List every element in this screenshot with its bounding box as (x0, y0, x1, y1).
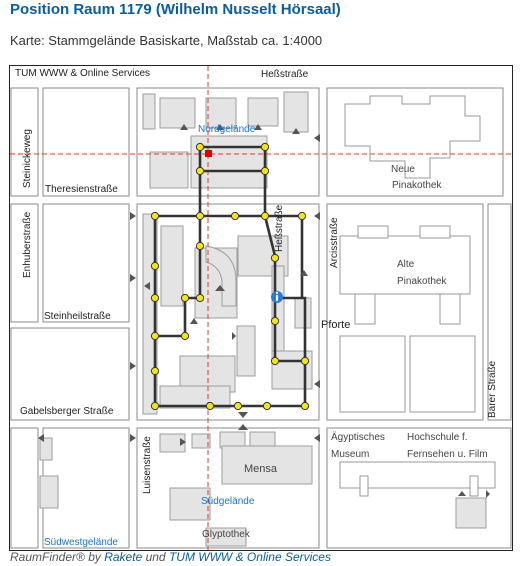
mensa-label: Mensa (244, 463, 278, 475)
route-nodes (150, 142, 310, 411)
museum-label: Museum (331, 449, 370, 460)
map-graphics (10, 66, 512, 550)
hessstrasse-top-label: Heßstraße (260, 69, 310, 81)
room-position-marker (205, 150, 212, 157)
pforte-label: Pforte (321, 319, 351, 331)
theresienstrasse-label: Theresienstraße (45, 184, 118, 195)
footer-middle: und (142, 550, 169, 564)
alte-label: Alte (397, 259, 415, 270)
entrance-arrows (38, 124, 490, 498)
gabelsberger-label: Gabelsberger Straße (20, 406, 114, 417)
footer-prefix: RaumFinder® by (10, 550, 105, 564)
info-marker-icon (271, 291, 283, 303)
tum-services-link[interactable]: TUM WWW & Online Services (168, 550, 331, 564)
glyptothek-label: Glyptothek (202, 529, 250, 540)
pinakothek-alte-label: Pinakothek (397, 276, 447, 287)
fernsehen-film-label: Fernsehen u. Film (407, 449, 488, 460)
tum-buildings (39, 91, 487, 547)
neue-label: Neue (391, 164, 415, 175)
map-subtitle: Karte: Stammgelände Basiskarte, Maßstab … (10, 33, 323, 48)
nordgelaende-label[interactable]: Nordgelände (198, 124, 256, 135)
page-title: Position Raum 1179 (Wilhelm Nusselt Hörs… (10, 1, 341, 18)
hochschule-label: Hochschule f. (407, 432, 468, 443)
steinickeweg-label: Steinickeweg (22, 129, 33, 188)
museum-outlines (339, 95, 496, 497)
enhuberstrasse-label: Enhuberstraße (22, 211, 33, 278)
luisenstrasse-label: Luisenstraße (142, 436, 153, 494)
street-blocks (10, 87, 512, 549)
suedgelaende-label[interactable]: Südgelände (201, 496, 255, 507)
campus-map[interactable]: TUM WWW & Online Services Heßstraße Stei… (9, 65, 513, 551)
hessstrasse-inner-label: Heßstraße (274, 204, 285, 252)
pinakothek-neue-label: Pinakothek (392, 180, 442, 191)
barer-strasse-label: Barer Straße (487, 360, 498, 418)
tum-www-label[interactable]: TUM WWW & Online Services (14, 68, 152, 80)
arcisstrasse-label: Arcisstraße (329, 217, 340, 268)
steinheilstrasse-label: Steinheilstraße (44, 311, 111, 322)
footer-credits: RaumFinder® by Rakete und TUM WWW & Onli… (10, 550, 331, 564)
aegyptisches-label: Ägyptisches (331, 432, 385, 443)
rakete-link[interactable]: Rakete (104, 550, 143, 564)
suedwestgelaende-label[interactable]: Südwestgelände (44, 537, 118, 548)
